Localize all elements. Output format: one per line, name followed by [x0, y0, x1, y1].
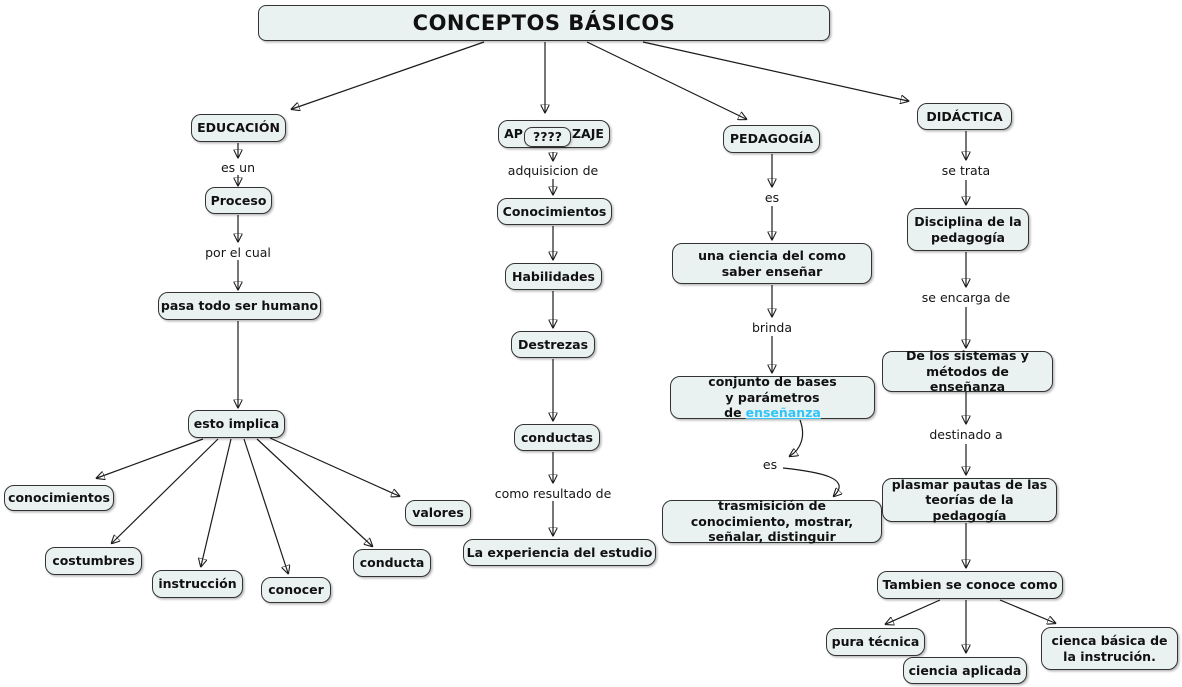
- link-label-destinado-a[interactable]: destinado a: [926, 427, 1006, 442]
- node-didactica[interactable]: DIDÁCTICA: [917, 103, 1012, 130]
- node-experiencia-del-estudio[interactable]: La experiencia del estudio: [463, 539, 656, 566]
- node-conceptos-basicos[interactable]: CONCEPTOS BÁSICOS: [258, 5, 830, 41]
- node-plasmar-pautas[interactable]: plasmar pautas de las teorías de la peda…: [882, 477, 1057, 523]
- title-fan-arrows: [292, 41, 908, 119]
- link-label-por-el-cual[interactable]: por el cual: [202, 245, 274, 260]
- educacion-arrows: [97, 143, 399, 573]
- node-conocimientos-leaf[interactable]: conocimientos: [4, 485, 114, 511]
- aprendizaje-prefix: AP: [504, 126, 523, 142]
- node-educacion[interactable]: EDUCACIÓN: [191, 114, 286, 142]
- ensenanza-hyperlink[interactable]: enseñanza: [745, 405, 821, 421]
- pedagogia-arrows: [772, 154, 839, 496]
- node-valores[interactable]: valores: [405, 500, 471, 526]
- link-label-se-encarga-de[interactable]: se encarga de: [918, 290, 1014, 305]
- node-cienca-basica[interactable]: cienca básica de la instrución.: [1041, 627, 1178, 670]
- link-label-como-resultado-de[interactable]: como resultado de: [491, 486, 615, 501]
- node-sistemas-metodos[interactable]: De los sistemas y métodos de enseñanza: [882, 348, 1053, 394]
- link-label-brinda[interactable]: brinda: [748, 320, 796, 335]
- conjunto-line1: conjunto de bases: [708, 374, 837, 390]
- link-label-es-2[interactable]: es: [759, 457, 781, 472]
- node-pedagogia[interactable]: PEDAGOGÍA: [723, 125, 820, 153]
- question-mask-box[interactable]: ????: [523, 127, 571, 147]
- node-pasa-todo-ser-humano[interactable]: pasa todo ser humano: [158, 292, 321, 320]
- link-label-se-trata[interactable]: se trata: [938, 163, 994, 178]
- node-proceso[interactable]: Proceso: [205, 187, 272, 214]
- node-costumbres[interactable]: costumbres: [45, 547, 142, 575]
- node-conducta[interactable]: conducta: [353, 549, 431, 577]
- node-trasmision[interactable]: trasmisición de conocimiento, mostrar, s…: [662, 498, 882, 544]
- node-conocer[interactable]: conocer: [261, 577, 331, 603]
- link-label-es-1[interactable]: es: [761, 190, 783, 205]
- aprendizaje-suffix: ZAJE: [571, 126, 604, 142]
- node-disciplina[interactable]: Disciplina de la pedagogía: [907, 208, 1029, 251]
- link-label-es-un[interactable]: es un: [217, 160, 259, 175]
- link-label-adquisicion-de[interactable]: adquisicion de: [504, 163, 602, 178]
- node-habilidades[interactable]: Habilidades: [505, 263, 602, 290]
- node-destrezas[interactable]: Destrezas: [511, 331, 595, 358]
- node-aprendizaje[interactable]: AP????ZAJE: [498, 120, 610, 148]
- conjunto-line2-text: y parámetros de: [724, 389, 820, 421]
- didactica-arrows: [886, 131, 1055, 652]
- node-una-ciencia[interactable]: una ciencia del como saber enseñar: [672, 243, 872, 284]
- node-pura-tecnica[interactable]: pura técnica: [826, 628, 925, 656]
- node-instruccion[interactable]: instrucción: [152, 570, 243, 598]
- node-conocimientos[interactable]: Conocimientos: [497, 198, 612, 225]
- node-conductas[interactable]: conductas: [514, 424, 600, 451]
- node-esto-implica[interactable]: esto implica: [188, 410, 285, 438]
- node-tambien-se-conoce[interactable]: Tambien se conoce como: [877, 571, 1063, 599]
- node-ciencia-aplicada[interactable]: ciencia aplicada: [903, 657, 1027, 684]
